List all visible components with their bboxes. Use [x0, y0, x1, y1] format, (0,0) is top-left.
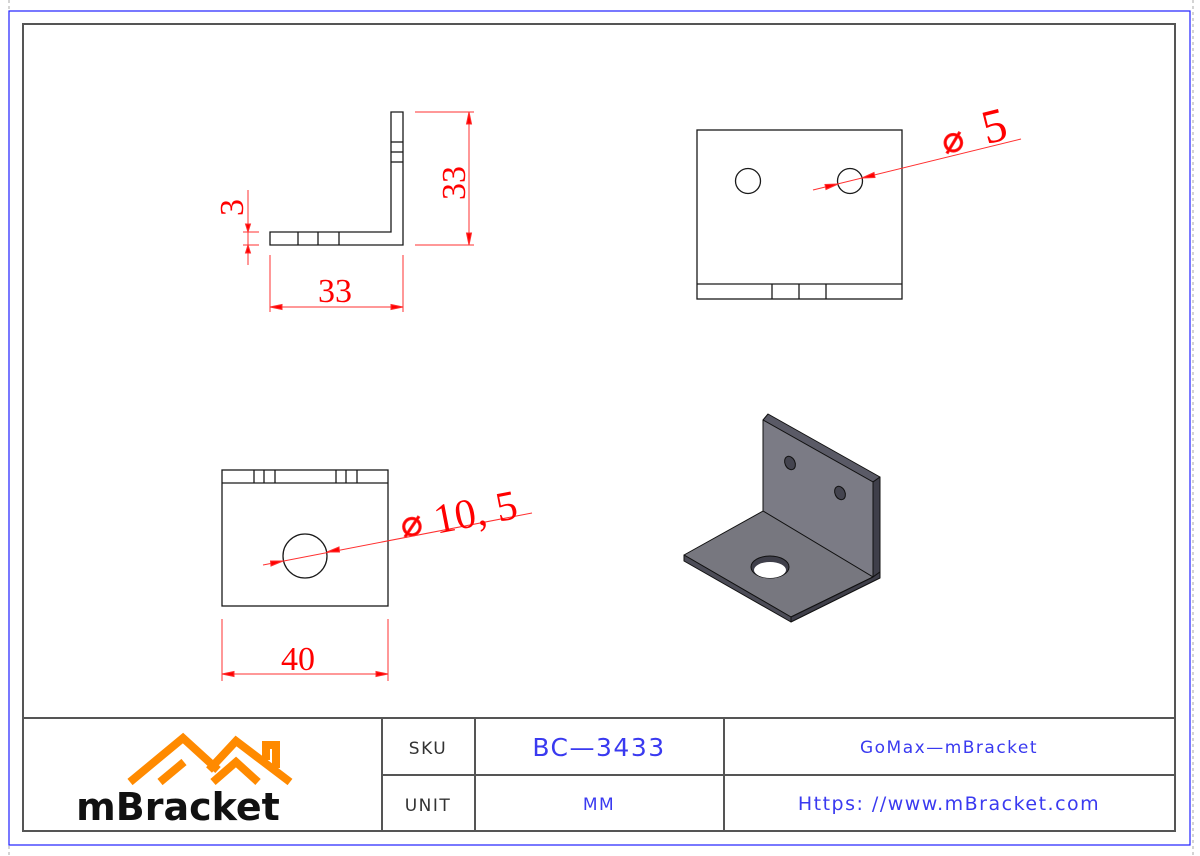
dim-side-height: 33 [436, 166, 473, 200]
dim-top-hole-diameter: 5 [976, 98, 1012, 155]
sku-value: BC—3433 [532, 733, 665, 762]
sku-label: SKU [409, 739, 447, 759]
front-view: ⌀ 10, 5 40 [221, 469, 533, 681]
dim-top-hole-symbol: ⌀ [937, 118, 968, 162]
side-view: 33 33 3 [214, 111, 474, 312]
top-view: ⌀ 5 [696, 98, 1022, 300]
title-block [23, 717, 1175, 831]
dim-side-width: 33 [318, 273, 352, 310]
outer-border [8, 10, 1191, 846]
company-name: GoMax—mBracket [860, 738, 1038, 758]
paper-edge [8, 0, 1194, 856]
logo-text: mBracket [76, 785, 280, 829]
dim-front-width: 40 [281, 641, 315, 678]
drawing-frame [22, 23, 1176, 832]
dim-front-hole-symbol: ⌀ [397, 502, 426, 545]
unit-value: MM [583, 795, 615, 815]
mbracket-logo: mBracket [76, 732, 293, 829]
dim-front-hole-diameter: 10, 5 [430, 482, 521, 543]
roof-icon [127, 732, 293, 786]
unit-label: UNIT [405, 796, 452, 816]
website-url: Https: //www.mBracket.com [798, 793, 1100, 815]
isometric-view [683, 413, 881, 623]
dim-side-thickness: 3 [214, 199, 251, 216]
